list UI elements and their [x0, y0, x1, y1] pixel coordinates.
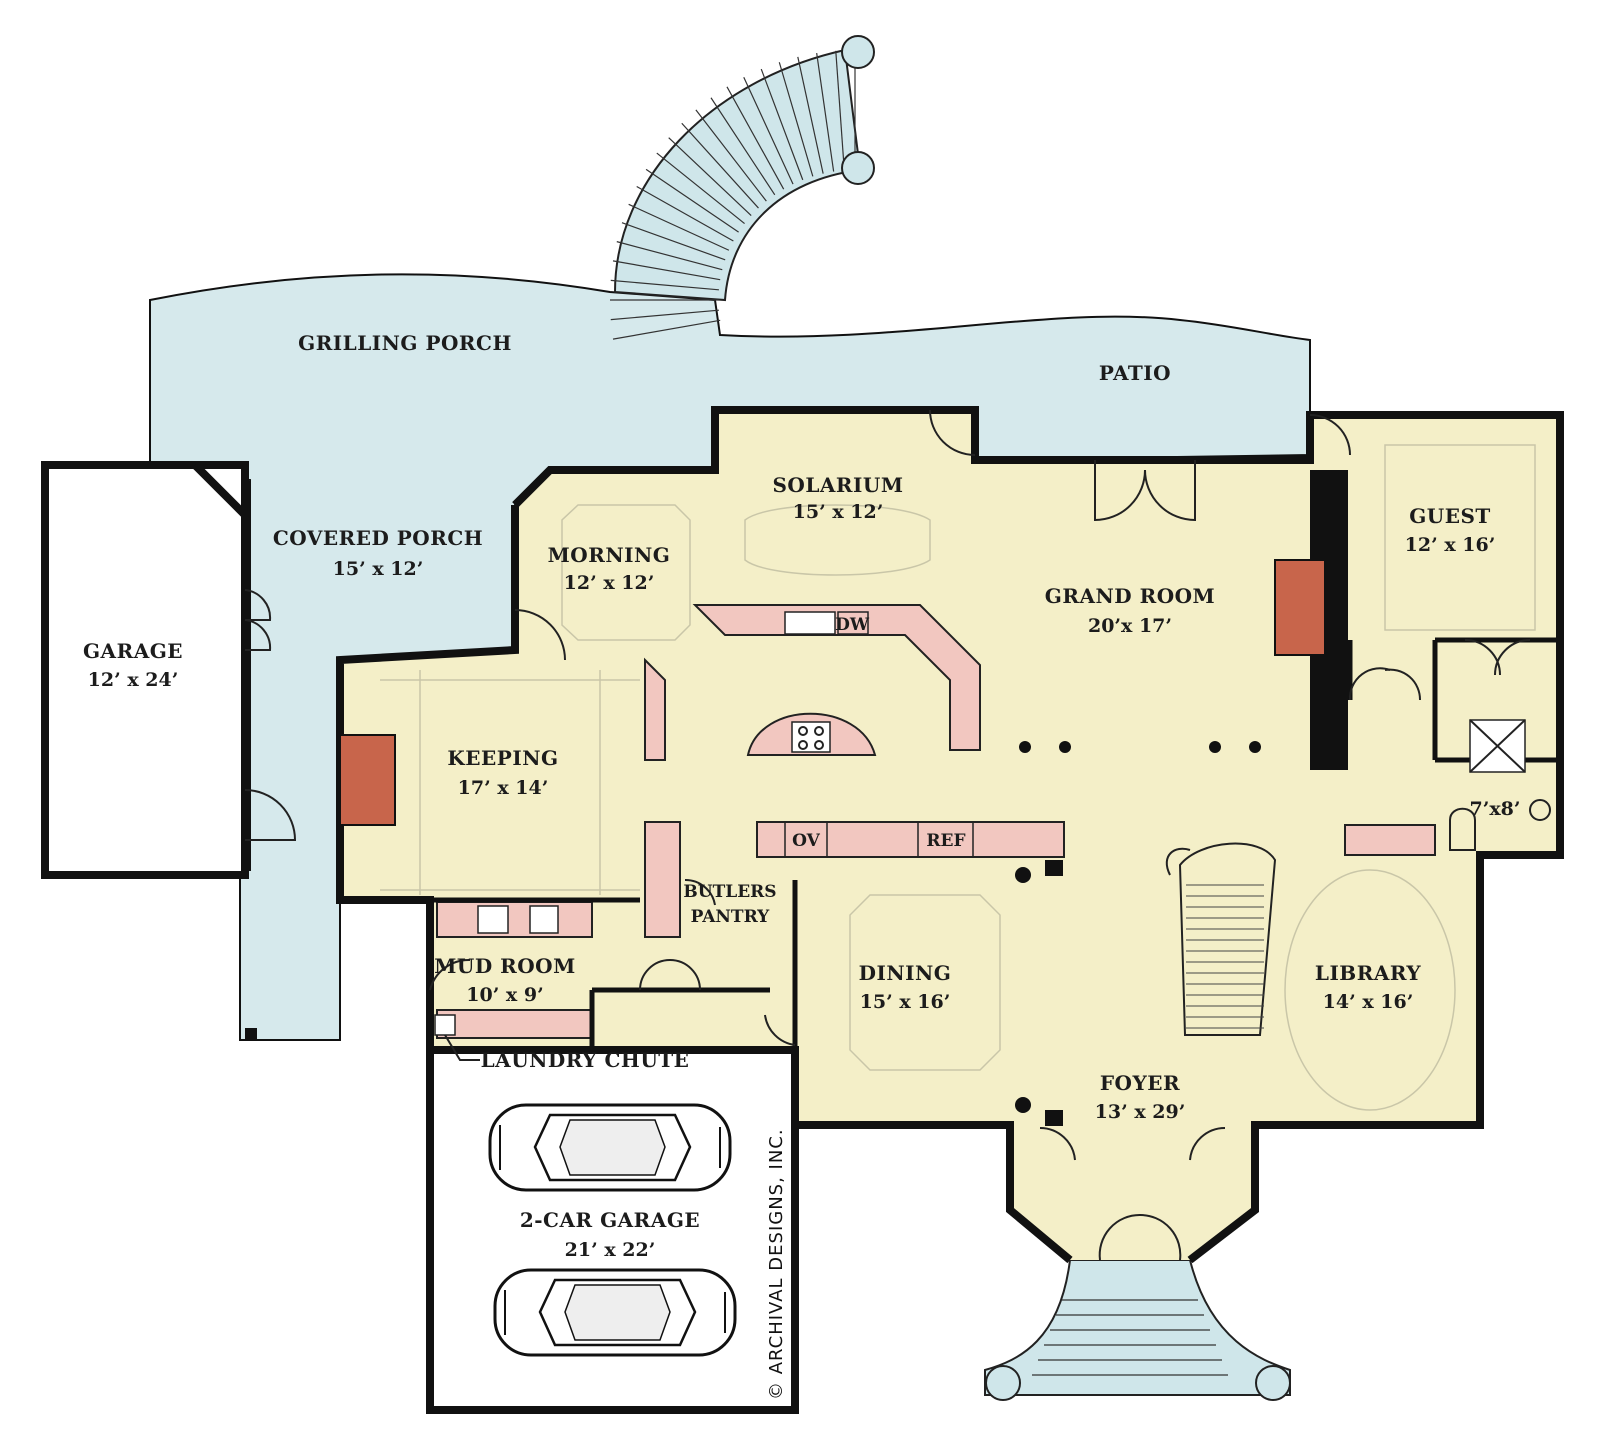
two-car-garage — [426, 1014, 799, 1414]
appliance-dishwasher: DW — [835, 615, 870, 635]
rear-curved-stair — [610, 35, 875, 340]
outdoor-areas — [149, 35, 1311, 1401]
room-dims-keeping: 17’ x 14’ — [458, 777, 549, 799]
room-name-two-car-garage: 2-CAR GARAGE — [520, 1208, 700, 1232]
sink-icon — [477, 905, 509, 934]
room-dims-grand-room: 20’x 17’ — [1088, 615, 1172, 637]
room-name-covered-porch: COVERED PORCH — [273, 526, 483, 550]
room-dims-covered-porch: 15’ x 12’ — [333, 558, 424, 580]
room-name-keeping: KEEPING — [447, 746, 558, 770]
front-entry-stair — [984, 1259, 1291, 1401]
room-labels: GRILLING PORCH PATIO COVERED PORCH 15’ x… — [83, 331, 1521, 1400]
room-dims-library: 14’ x 16’ — [1323, 991, 1414, 1013]
detached-garage — [41, 461, 297, 879]
room-name-morning: MORNING — [548, 543, 671, 567]
room-dims-guest: 12’ x 16’ — [1405, 534, 1496, 556]
room-name-garage: GARAGE — [83, 639, 183, 663]
room-name-library: LIBRARY — [1315, 961, 1421, 985]
appliance-refrigerator: REF — [926, 831, 965, 851]
note-laundry-chute: LAUNDRY CHUTE — [481, 1048, 690, 1072]
room-name-grand-room: GRAND ROOM — [1045, 584, 1215, 608]
copyright-notice: © ARCHIVAL DESIGNS, INC. — [766, 1128, 787, 1400]
room-dims-two-car-garage: 21’ x 22’ — [565, 1239, 656, 1261]
room-name-patio: PATIO — [1099, 361, 1171, 385]
room-dims-garage: 12’ x 24’ — [88, 669, 179, 691]
fireplace-icon — [1274, 559, 1326, 656]
room-name-butlers-pantry-line2: PANTRY — [691, 907, 771, 927]
fireplace-icon — [339, 734, 396, 826]
car-icon — [493, 1268, 737, 1357]
room-name-solarium: SOLARIUM — [772, 473, 903, 497]
stair-icon — [1165, 842, 1277, 1036]
cooktop-icon — [791, 721, 831, 753]
room-dims-bath: 7’x8’ — [1470, 798, 1521, 820]
room-name-butlers-pantry-line1: BUTLERS — [683, 882, 776, 902]
room-dims-foyer: 13’ x 29’ — [1095, 1101, 1186, 1123]
door-swings — [429, 409, 1531, 1261]
room-name-dining: DINING — [859, 961, 952, 985]
columns — [245, 741, 1261, 1126]
room-dims-mud-room: 10’ x 9’ — [466, 984, 543, 1006]
room-dims-solarium: 15’ x 12’ — [793, 501, 884, 523]
room-dims-morning: 12’ x 12’ — [564, 572, 655, 594]
ceiling-outlines — [380, 444, 1536, 1111]
room-name-grilling-porch: GRILLING PORCH — [298, 331, 512, 355]
appliance-oven: OV — [792, 831, 821, 851]
room-name-mud-room: MUD ROOM — [434, 954, 576, 978]
room-dims-dining: 15’ x 16’ — [860, 991, 951, 1013]
room-name-foyer: FOYER — [1100, 1071, 1180, 1095]
sink-icon — [1529, 799, 1551, 821]
car-icon — [488, 1103, 732, 1192]
toilet-icon — [1449, 807, 1476, 851]
room-name-guest: GUEST — [1409, 504, 1491, 528]
